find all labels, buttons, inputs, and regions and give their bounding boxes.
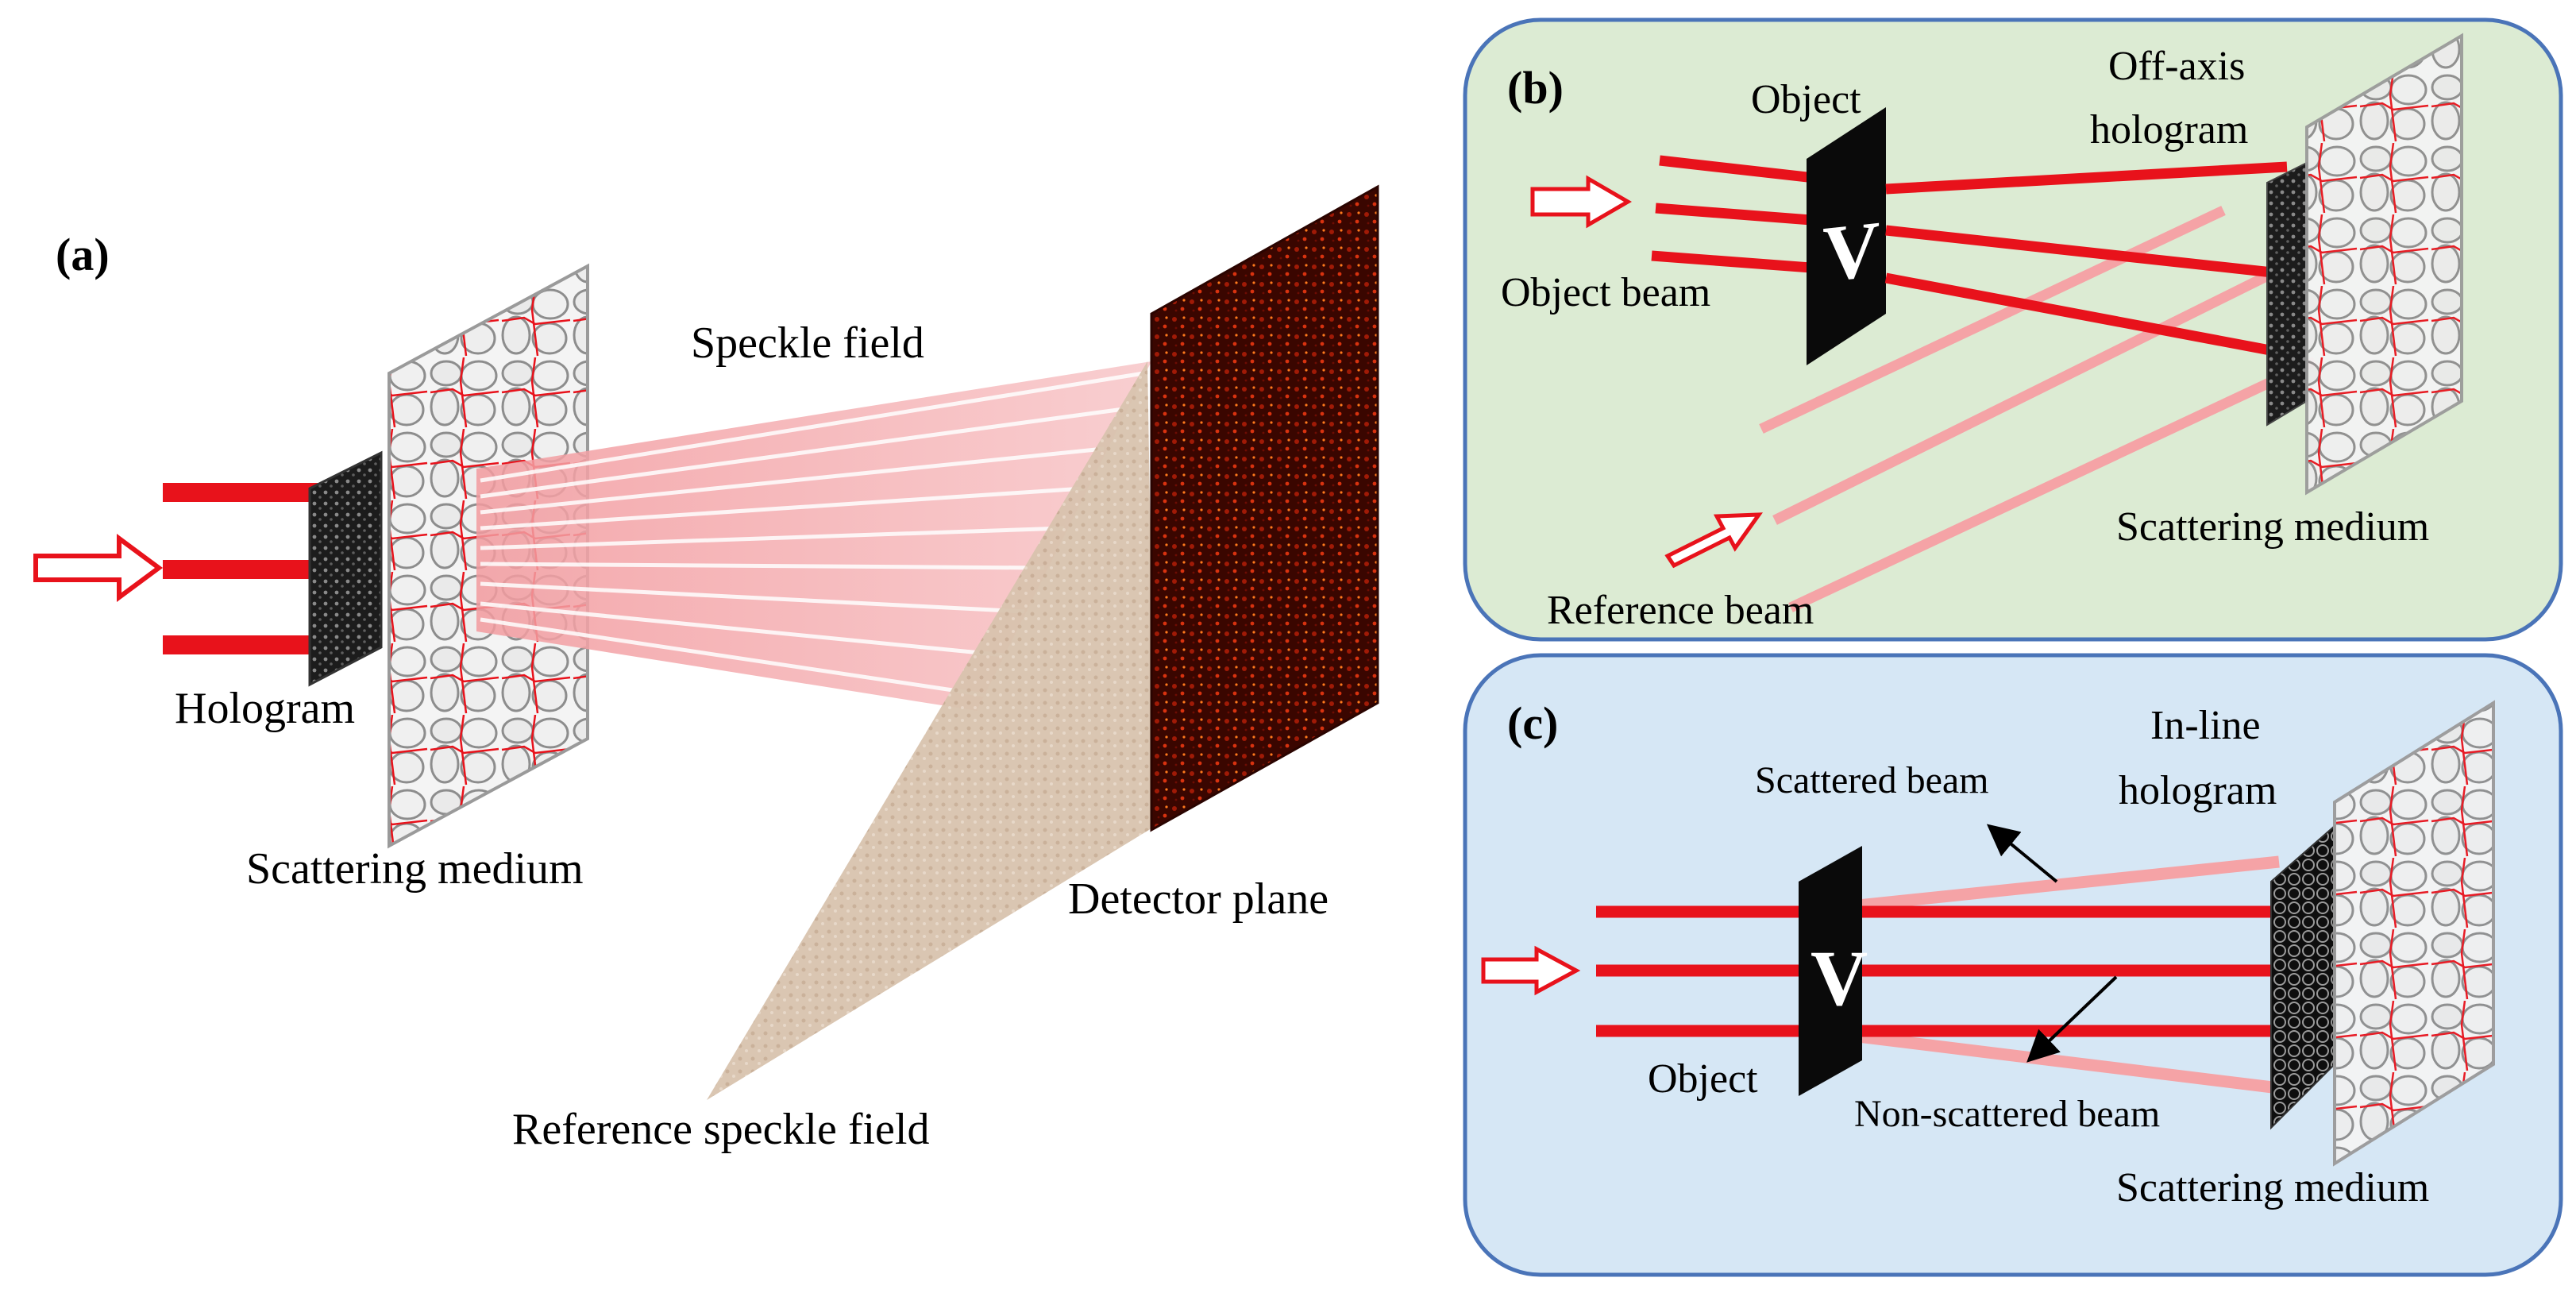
object-label-c: Object <box>1648 1056 1758 1102</box>
panel-a: (a) Hologram <box>33 184 1379 1154</box>
panel-b: (b) V Object Off-axis <box>1463 17 2563 642</box>
off-axis-label: Off-axis <box>2108 44 2245 89</box>
object-plate-c <box>1799 846 1862 1096</box>
reference-speckle-field-label: Reference speckle field <box>512 1105 929 1154</box>
panel-b-tag: (b) <box>1507 62 1564 114</box>
object-beam-label: Object beam <box>1501 270 1710 315</box>
non-scattered-beam-label: Non-scattered beam <box>1854 1093 2160 1135</box>
non-scattered-beams <box>1858 905 2279 1037</box>
object-glyph-c: V <box>1811 934 1868 1022</box>
scattering-medium-label: Scattering medium <box>246 844 584 894</box>
detector-plane-label: Detector plane <box>1068 874 1328 924</box>
object-glyph: V <box>1822 204 1880 298</box>
panel-a-tag: (a) <box>56 229 110 280</box>
hologram-label: Hologram <box>175 684 355 733</box>
reference-beam-label: Reference beam <box>1547 588 1814 633</box>
object-plate <box>1807 107 1886 365</box>
non-scattered-beam-pointer <box>2026 975 2118 1063</box>
reference-speckle-field-cone <box>707 361 1155 1100</box>
panel-c-tag: (c) <box>1507 697 1558 749</box>
hologram-plate <box>308 450 383 687</box>
input-arrow-icon <box>33 534 164 602</box>
object-beam-arrow-icon <box>1530 175 1632 229</box>
speckle-rays <box>480 371 1144 697</box>
panel-c: (c) V Scattered beam <box>1463 653 2563 1277</box>
speckle-field-label: Speckle field <box>691 318 924 368</box>
scattering-medium-label-c: Scattering medium <box>2116 1165 2429 1210</box>
scattering-medium-label-b: Scattering medium <box>2116 504 2429 550</box>
object-beams-out <box>1884 161 2289 359</box>
scattered-beam-label: Scattered beam <box>1755 759 1989 801</box>
incident-beams <box>163 483 318 654</box>
reference-beams <box>1759 206 2317 612</box>
scattered-beam-pointer <box>1986 824 2058 883</box>
object-label-b: Object <box>1751 77 1861 122</box>
detector-plane <box>1150 184 1379 832</box>
scattering-medium-slab-c <box>2333 700 2495 1167</box>
scattering-medium-slab-b <box>2305 33 2463 496</box>
hologram-label-b: hologram <box>2090 107 2248 152</box>
off-axis-hologram-plate <box>2266 161 2308 427</box>
input-arrow-icon-c <box>1481 945 1581 996</box>
incident-beams-c <box>1596 905 1807 1037</box>
reference-beam-arrow-icon <box>1664 512 1763 569</box>
scattered-beams <box>1857 855 2280 1094</box>
in-line-label: In-line <box>2150 703 2261 748</box>
hologram-label-c: hologram <box>2119 768 2277 813</box>
